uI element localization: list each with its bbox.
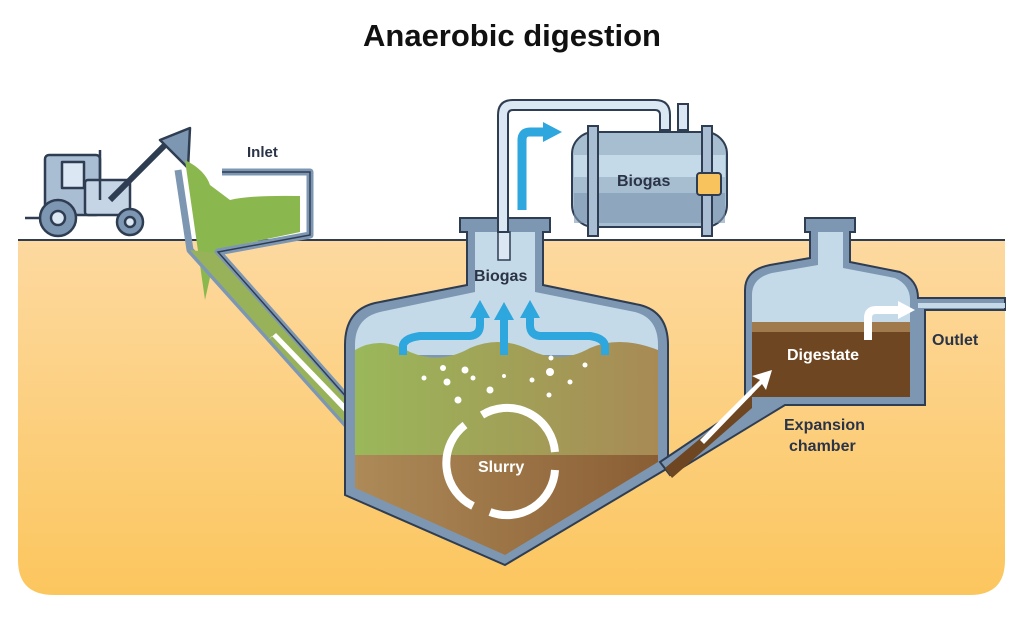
transfer-flow-arrow <box>700 370 772 444</box>
diagram-title: Anaerobic digestion <box>363 18 661 53</box>
gas-meter-icon <box>696 172 722 196</box>
gas-bubbles <box>421 355 588 404</box>
biogas-tank-label: Biogas <box>617 173 670 190</box>
digestate-label: Digestate <box>787 347 859 364</box>
expansion-chamber-label-1: Expansion <box>784 417 865 434</box>
expansion-chamber-label-2: chamber <box>789 438 856 455</box>
inlet-label: Inlet <box>247 144 278 161</box>
feed-material <box>185 160 300 300</box>
digestate-fill <box>752 322 910 397</box>
biogas-storage-tank <box>571 125 728 237</box>
biogas-dome-label: Biogas <box>474 268 527 285</box>
gas-pipe <box>497 99 689 233</box>
tractor-icon <box>25 126 192 238</box>
slurry-bottom <box>355 455 658 555</box>
biogas-rising-arrows <box>399 318 609 355</box>
circulation-arrows-icon <box>442 403 559 520</box>
digester-gas-space <box>355 232 658 355</box>
slurry-surface-layer <box>355 341 658 460</box>
biogas-flow-arrow <box>517 127 545 210</box>
outlet-flow-arrow <box>864 306 900 340</box>
outlet-label: Outlet <box>932 332 979 349</box>
slurry-label: Slurry <box>478 459 524 476</box>
